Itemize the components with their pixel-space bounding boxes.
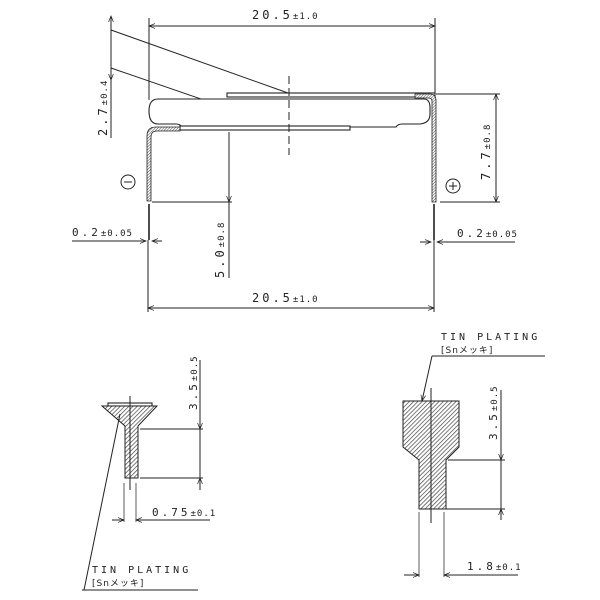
tin-plating-jp-left: [Snメッキ] bbox=[92, 579, 144, 589]
detail-left-length-value: 3.5 bbox=[187, 381, 200, 410]
svg-text:0.75±0.1: 0.75±0.1 bbox=[152, 506, 216, 519]
detail-right-width-tol: ±0.1 bbox=[496, 563, 522, 573]
dim-thickness-value: 2.7 bbox=[96, 105, 110, 136]
dim-pos-tab-height: 7.7±0.8 bbox=[436, 93, 500, 203]
detail-left-length-tol: ±0.5 bbox=[190, 355, 200, 381]
tin-plating-jp-right: [Snメッキ] bbox=[441, 346, 493, 356]
dim-thickness-tol: ±0.4 bbox=[100, 80, 110, 106]
dim-pos-tab-height-value: 7.7 bbox=[479, 149, 493, 180]
svg-text:0.2±0.05: 0.2±0.05 bbox=[72, 226, 133, 239]
svg-text:20.5±1.0: 20.5±1.0 bbox=[252, 8, 319, 22]
detail-left-width-tol: ±0.1 bbox=[191, 509, 217, 519]
svg-text:20.5±1.0: 20.5±1.0 bbox=[252, 291, 319, 305]
svg-text:0.2±0.05: 0.2±0.05 bbox=[457, 227, 518, 240]
dim-width-top-tol: ±1.0 bbox=[293, 12, 319, 22]
dim-pos-tab-thickness-value: 0.2 bbox=[457, 227, 486, 240]
detail-right-width-value: 1.8 bbox=[467, 560, 496, 573]
detail-left-width-value: 0.75 bbox=[152, 506, 191, 519]
dim-width-bottom-tol: ±1.0 bbox=[293, 295, 319, 305]
dim-pos-tab-thickness: 0.2±0.05 bbox=[420, 227, 518, 245]
svg-text:3.5±0.5: 3.5±0.5 bbox=[487, 385, 500, 440]
svg-text:3.5±0.5: 3.5±0.5 bbox=[187, 355, 200, 410]
negative-terminal-symbol bbox=[120, 174, 136, 190]
detail-left: 3.5±0.5 0.75±0.1 TIN PLATING [Snメッキ] bbox=[82, 355, 216, 591]
positive-plate bbox=[226, 92, 436, 98]
tin-plating-leader-left bbox=[83, 413, 121, 591]
svg-text:1.8±0.1: 1.8±0.1 bbox=[467, 560, 522, 573]
dim-pos-tab-thickness-tol: ±0.05 bbox=[486, 230, 518, 240]
detail-right-length-tol: ±0.5 bbox=[490, 385, 500, 411]
dim-neg-tab-thickness-value: 0.2 bbox=[72, 226, 101, 239]
tin-plating-label-left: TIN PLATING bbox=[92, 565, 191, 576]
dim-width-top-value: 20.5 bbox=[252, 8, 293, 22]
negative-plate bbox=[179, 125, 351, 131]
svg-text:5.0±0.8: 5.0±0.8 bbox=[213, 222, 227, 278]
svg-text:7.7±0.8: 7.7±0.8 bbox=[479, 124, 493, 180]
tin-plating-label-right: TIN PLATING bbox=[441, 332, 540, 343]
dim-neg-tab-thickness-tol: ±0.05 bbox=[101, 229, 133, 239]
dim-neg-tab-height-tol: ±0.8 bbox=[217, 222, 227, 248]
svg-text:2.7±0.4: 2.7±0.4 bbox=[96, 80, 110, 136]
positive-tab bbox=[414, 93, 437, 203]
dim-width-bottom-value: 20.5 bbox=[252, 291, 293, 305]
negative-tab bbox=[146, 126, 181, 202]
dim-pos-tab-height-tol: ±0.8 bbox=[483, 124, 493, 150]
detail-right-length-value: 3.5 bbox=[487, 411, 500, 440]
tin-plating-leader-right bbox=[420, 355, 433, 402]
dim-neg-tab-height-value: 5.0 bbox=[213, 247, 227, 278]
dim-width-bottom: 20.5±1.0 bbox=[147, 240, 435, 312]
positive-terminal-symbol bbox=[445, 178, 461, 194]
top-view: 20.5±1.0 2.7±0.4 bbox=[72, 8, 518, 312]
dim-neg-tab-thickness: 0.2±0.05 bbox=[72, 226, 162, 244]
detail-right: TIN PLATING [Snメッキ] 3.5±0.5 1.8±0.1 bbox=[402, 332, 545, 578]
dim-width-top: 20.5±1.0 bbox=[148, 8, 436, 100]
dim-neg-tab-height: 5.0±0.8 bbox=[152, 132, 232, 278]
